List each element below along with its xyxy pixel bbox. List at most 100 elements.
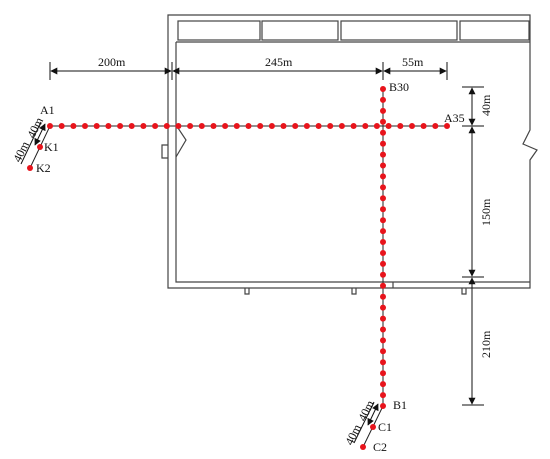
dim-label-lower-vertical: 210m (479, 330, 493, 358)
building-window (177, 20, 261, 41)
survey-point-a (409, 123, 415, 129)
survey-point-b (380, 293, 386, 300)
survey-point-a (233, 123, 240, 129)
survey-point-a (210, 123, 217, 129)
dim-label-c-spacing-2: 40m (342, 421, 364, 447)
dim-label-middle-vertical: 150m (479, 198, 493, 226)
dim-label-top-offset: 40m (479, 94, 493, 116)
building-bottom-post (244, 288, 250, 295)
survey-point-a (280, 123, 287, 129)
label-b30: B30 (389, 80, 409, 94)
survey-point-b (380, 392, 386, 399)
survey-point-a (117, 123, 124, 129)
survey-point-a (140, 123, 147, 129)
label-b1: B1 (393, 398, 407, 412)
survey-point-a (70, 123, 77, 129)
survey-point-b (380, 184, 386, 191)
building-door-frame (161, 144, 168, 159)
dim-label-k-spacing-2: 40m (10, 138, 32, 164)
survey-point-b (380, 315, 386, 322)
survey-point-b (380, 370, 386, 377)
survey-point-b (380, 337, 386, 344)
survey-point-b (380, 206, 386, 213)
survey-point-a (245, 123, 252, 129)
survey-point-b (380, 403, 386, 409)
dim-label-middle-span: 245m (265, 55, 293, 69)
survey-point-b (380, 304, 386, 311)
survey-point-b (380, 348, 386, 355)
building-bottom-post (461, 288, 467, 295)
label-c2: C2 (373, 440, 387, 454)
label-a1: A1 (40, 103, 55, 117)
survey-point-a (257, 123, 264, 129)
survey-point-b (380, 228, 386, 235)
survey-point-b (380, 173, 386, 180)
building-outline (161, 14, 538, 295)
survey-point-a (93, 123, 100, 129)
survey-point-b (380, 217, 386, 224)
survey-point-a (303, 123, 310, 129)
survey-point-a (362, 123, 369, 129)
survey-point-b (380, 239, 386, 245)
survey-point-a (432, 123, 439, 129)
dim-label-c-spacing-1: 40m (355, 397, 377, 423)
survey-points-b (380, 86, 386, 409)
survey-point-a (268, 123, 275, 129)
survey-point-b (380, 359, 386, 366)
dim-label-right-span: 55m (402, 55, 424, 69)
survey-point-a (444, 123, 450, 129)
survey-point-a (198, 123, 205, 129)
survey-point-k2 (27, 165, 33, 171)
survey-point-b (380, 381, 386, 388)
survey-point-b (380, 96, 386, 103)
building-door-swing (175, 124, 187, 158)
survey-point-b (380, 140, 386, 147)
dim-line-k-spacing-1 (34, 123, 46, 146)
survey-point-a (47, 123, 53, 129)
survey-point-a (58, 123, 65, 129)
survey-point-b (380, 118, 386, 125)
survey-point-b (380, 260, 386, 267)
label-c1: C1 (378, 420, 392, 434)
survey-point-a (105, 123, 112, 129)
survey-point-b (380, 250, 386, 256)
survey-point-a (152, 123, 159, 129)
building-window (459, 20, 530, 41)
building-inner-wall (175, 41, 530, 283)
survey-point-a (397, 123, 404, 129)
survey-point-a (163, 123, 170, 129)
survey-point-a (175, 123, 182, 129)
label-a35: A35 (444, 111, 465, 125)
survey-point-b (380, 271, 386, 278)
building-outer-wall (167, 14, 538, 289)
survey-point-b (380, 195, 386, 202)
survey-points-a (47, 123, 450, 129)
survey-point-a (385, 123, 392, 129)
dim-label-left-span: 200m (98, 55, 126, 69)
survey-point-a (338, 123, 345, 129)
survey-point-b (380, 129, 386, 136)
survey-point-a (292, 123, 299, 129)
survey-point-c2 (360, 444, 366, 450)
label-k2: K2 (36, 161, 51, 175)
survey-point-a (187, 123, 194, 129)
survey-point-a (222, 123, 229, 129)
survey-point-b (380, 326, 386, 333)
building-window (340, 20, 458, 41)
survey-point-b (380, 162, 386, 169)
dim-label-k-spacing-1: 40m (24, 114, 46, 140)
survey-point-a (327, 123, 334, 129)
survey-point-a (350, 123, 357, 129)
survey-point-b (380, 151, 386, 158)
building-window (261, 20, 339, 41)
dim-line-c-spacing-1 (367, 403, 379, 426)
building-bottom-post (351, 288, 357, 295)
survey-point-c1 (370, 424, 376, 430)
survey-point-a (315, 123, 322, 129)
survey-point-a (128, 123, 135, 129)
survey-point-k1 (37, 144, 43, 150)
survey-point-a (373, 123, 380, 129)
survey-point-b (380, 282, 386, 289)
label-k1: K1 (44, 140, 59, 154)
